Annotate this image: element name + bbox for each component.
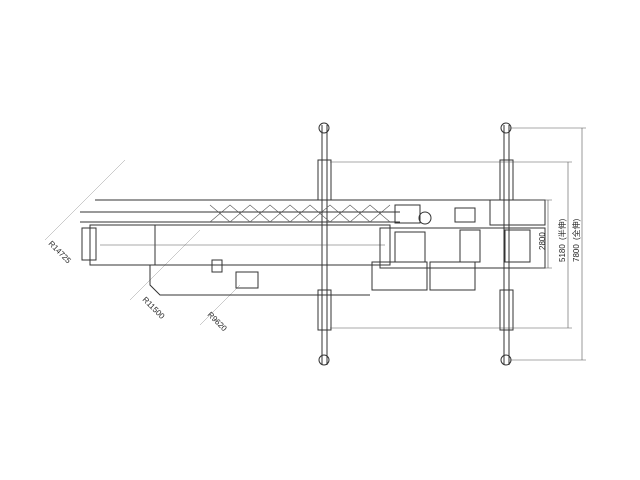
radius-label-r14725: R14725 xyxy=(47,239,74,266)
dimension-lines xyxy=(330,127,586,361)
rear-outrigger xyxy=(499,122,514,366)
front-outrigger xyxy=(317,122,332,366)
dim-2800: 2800 xyxy=(538,232,547,250)
dim-5180: 5180 xyxy=(558,244,567,262)
radius-label-r9620: R9620 xyxy=(206,310,229,333)
boom xyxy=(80,199,540,296)
dim-7800-note: (全伸) xyxy=(571,218,581,240)
radius-label-r11500: R11500 xyxy=(141,295,167,321)
dim-5180-note: (半伸) xyxy=(557,218,567,240)
dim-7800: 7800 xyxy=(572,244,581,262)
carrier xyxy=(371,199,546,291)
